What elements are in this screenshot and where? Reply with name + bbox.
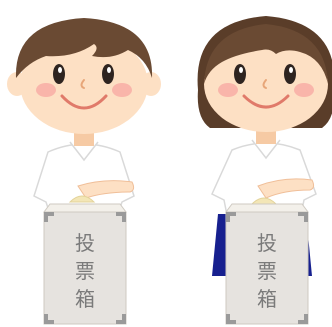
boy-box-corner-br <box>116 314 126 324</box>
girl-box-label-char-2: 票 <box>257 259 277 283</box>
girl-eye-right <box>284 64 296 84</box>
girl-face <box>204 36 328 132</box>
boy-face <box>20 34 148 134</box>
boy-eye-right <box>102 64 114 84</box>
boy-box-corner-tl <box>44 212 54 222</box>
boy-eye-left-shine <box>58 67 62 73</box>
boy-eye-left <box>53 64 65 84</box>
girl-eye-left <box>234 64 246 84</box>
girl-arm <box>257 178 315 199</box>
girl-box-corner-tr <box>298 212 308 222</box>
boy-box-corner-bl <box>44 314 54 324</box>
boy-ballot-box: 投 票 箱 <box>43 203 127 325</box>
boy-box-label-char-1: 投 <box>75 231 95 255</box>
girl-box-label-char-3: 箱 <box>257 287 277 311</box>
girl-hair-front <box>204 24 328 84</box>
boy-arm <box>77 180 135 199</box>
girl-box-corner-tl <box>226 212 236 222</box>
boy-cheek-right <box>112 83 132 97</box>
girl-box-label-char-1: 投 <box>257 231 277 255</box>
boy-nose <box>80 79 85 89</box>
girl-box-corner-br <box>298 314 308 324</box>
boy-box-label-char-3: 箱 <box>75 287 95 311</box>
boy-ballot-box-top <box>43 203 127 213</box>
girl-collar <box>251 139 281 160</box>
boy-box-label-char-2: 票 <box>75 259 95 283</box>
girl-cheek-left <box>218 83 238 97</box>
girl-nose <box>262 79 267 89</box>
boy-voter-figure: 投 票 箱 <box>7 18 161 325</box>
boy-ballot-box-face <box>43 211 127 325</box>
boy-collar <box>69 141 99 162</box>
girl-eye-right-shine <box>289 67 293 73</box>
girl-ballot-box-top <box>225 203 309 213</box>
boy-eye-right-shine <box>107 67 111 73</box>
girl-eye-left-shine <box>239 67 243 73</box>
boy-cheek-left <box>36 83 56 97</box>
boy-ballots <box>68 195 96 203</box>
girl-voter-figure: 投 票 箱 <box>197 16 332 325</box>
girl-ballot-box: 投 票 箱 <box>225 203 309 325</box>
girl-mouth <box>242 94 290 109</box>
girl-ballot-box-face <box>225 211 309 325</box>
boy-hair <box>15 18 153 78</box>
girl-box-corner-bl <box>226 314 236 324</box>
boy-box-corner-tr <box>116 212 126 222</box>
boy-mouth <box>60 94 108 110</box>
girl-cheek-right <box>294 83 314 97</box>
